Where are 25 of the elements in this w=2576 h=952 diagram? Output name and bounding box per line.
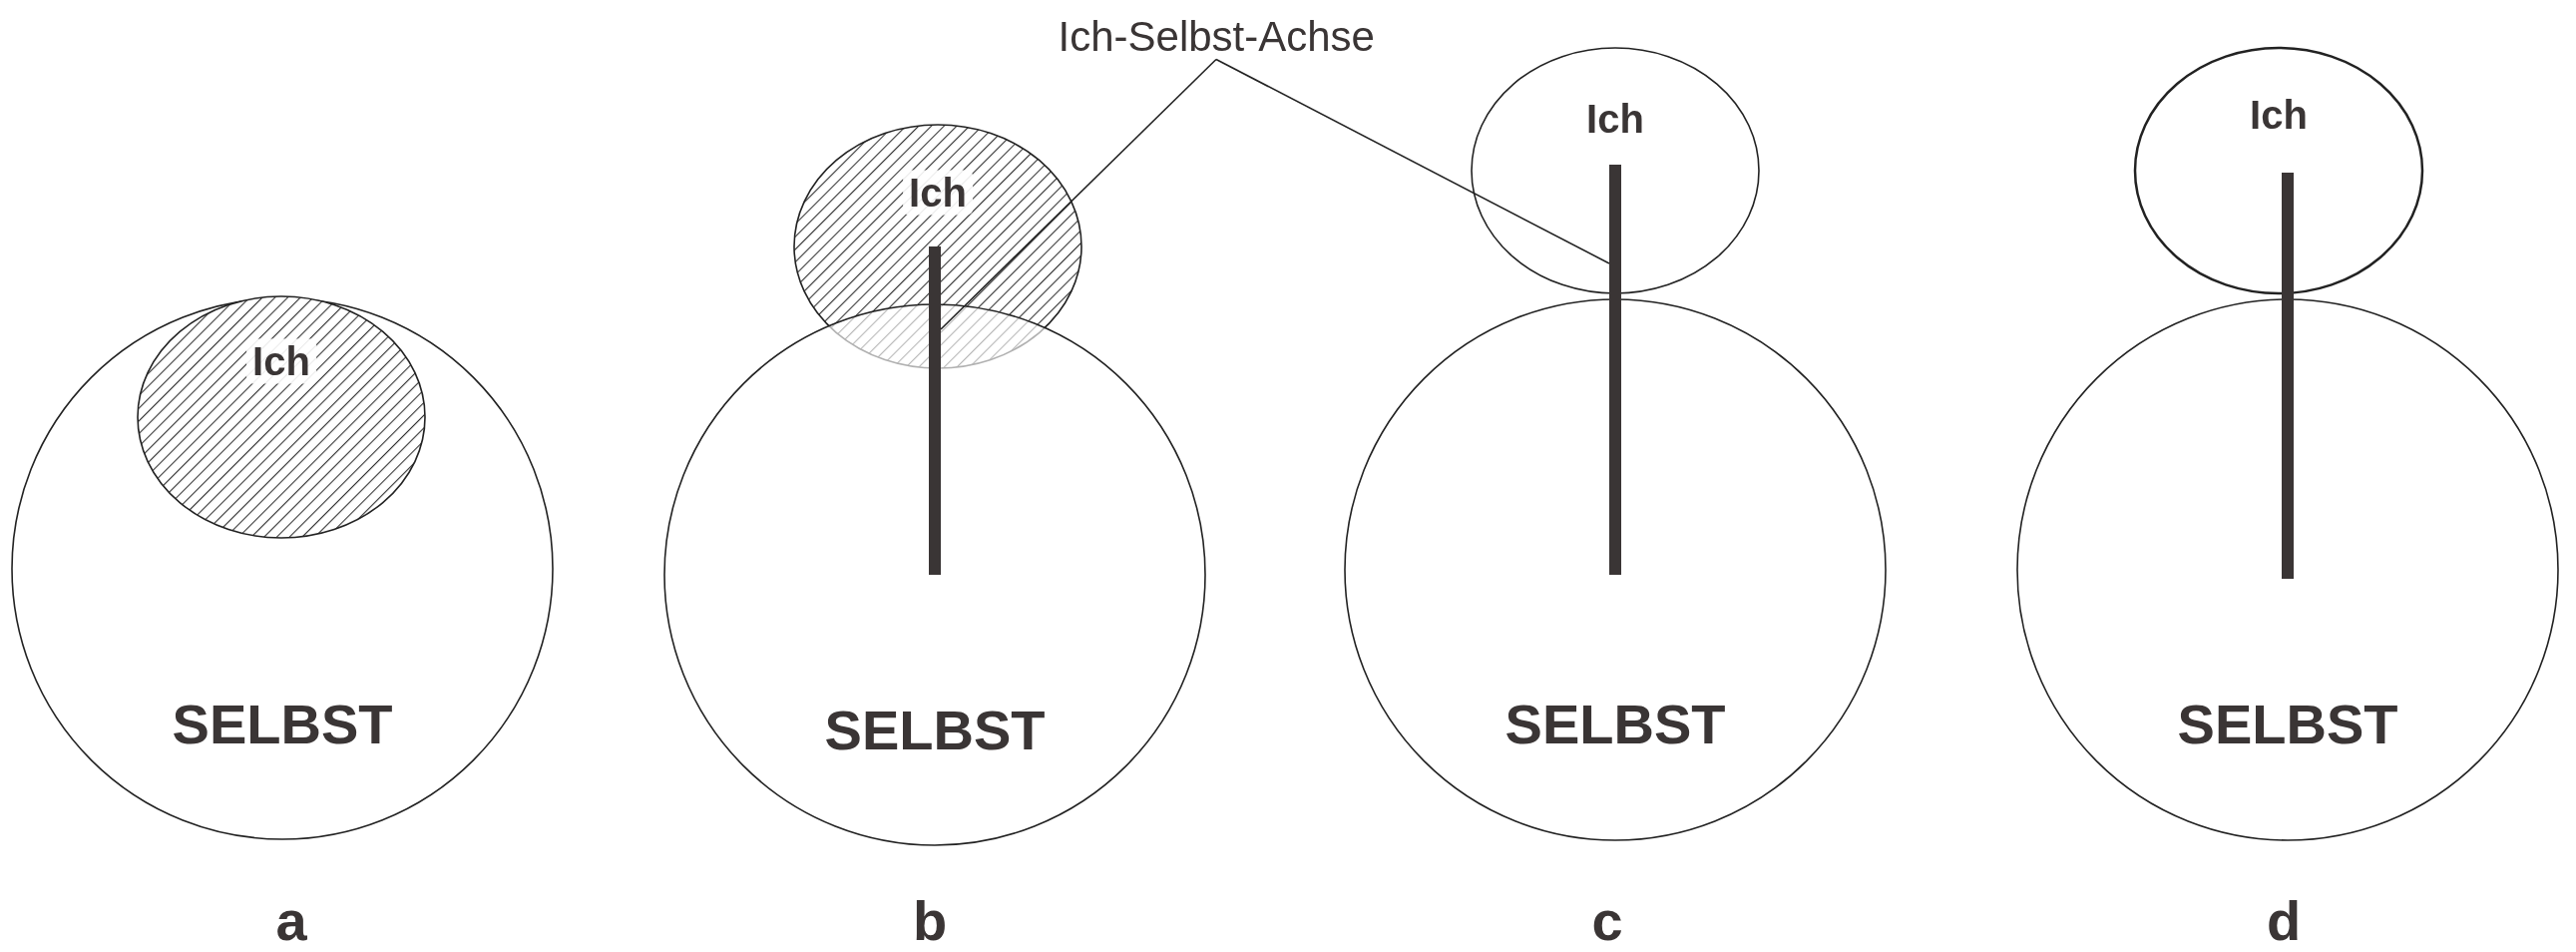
axis-caption: Ich-Selbst-Achse bbox=[1058, 12, 1375, 60]
circle-label: SELBST bbox=[1504, 691, 1726, 756]
circle-label: SELBST bbox=[824, 697, 1046, 762]
ego-circle bbox=[137, 295, 426, 539]
panel-letter: c bbox=[1591, 887, 1623, 952]
self-circle bbox=[11, 297, 554, 840]
circle-label: Ich bbox=[246, 338, 316, 384]
axis-bar bbox=[1609, 165, 1621, 575]
panel-letter: b bbox=[912, 887, 948, 952]
ego-circle bbox=[2134, 47, 2423, 294]
self-circle bbox=[663, 303, 1206, 846]
circle-label: SELBST bbox=[172, 691, 393, 756]
panel-letter: d bbox=[2266, 887, 2302, 952]
panel-letter: a bbox=[275, 887, 307, 952]
ego-circle bbox=[1471, 47, 1760, 294]
self-circle bbox=[1344, 298, 1887, 841]
leader-line bbox=[1215, 58, 1610, 264]
self-circle bbox=[2016, 298, 2559, 841]
ego-circle bbox=[793, 124, 1082, 369]
circle-label: Ich bbox=[1586, 96, 1644, 142]
circle-label: Ich bbox=[903, 170, 973, 216]
axis-bar bbox=[2282, 173, 2294, 579]
axis-bar bbox=[929, 246, 941, 575]
circle-label: Ich bbox=[2250, 92, 2308, 138]
circle-label: SELBST bbox=[2177, 691, 2398, 756]
